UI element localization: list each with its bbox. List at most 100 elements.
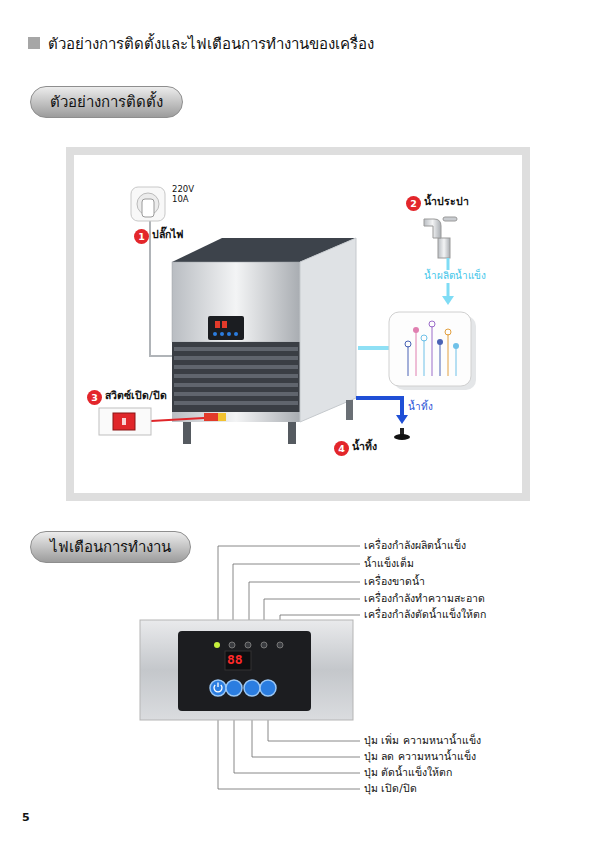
water-filter-part: [408, 346, 409, 376]
button-label: ปุ่ม เปิด/ปิด: [364, 782, 417, 795]
control-panel-part: [225, 651, 251, 670]
power-switch-part: [151, 418, 204, 421]
indicator-label: เครื่องกำลังผลิตน้ำแข็ง: [364, 539, 466, 552]
control-panel-part: [217, 683, 218, 688]
ice-machine-part: [213, 332, 217, 336]
part-name: ปลั๊กไฟ: [152, 228, 183, 241]
water-filter-part: [437, 339, 443, 345]
indicator-label: เครื่องกำลังตัดน้ำแข็งให้ตก: [364, 608, 486, 621]
ice-machine-part: [222, 321, 227, 328]
control-panel-part: [260, 680, 276, 696]
water-filter-part: [440, 344, 441, 376]
control-panel: [140, 620, 353, 720]
water-filter: [389, 312, 476, 390]
power-switch-part: [122, 418, 126, 425]
ice-machine-part: [215, 321, 220, 328]
water-filter-part: [405, 341, 411, 347]
control-panel-part: [214, 642, 220, 648]
power-socket-part: [142, 199, 154, 217]
faucet-part: [438, 238, 450, 258]
water-filter-part: [453, 343, 459, 349]
title-square: [28, 37, 40, 49]
faucet-part: [424, 219, 441, 238]
control-panel-part: [178, 631, 311, 711]
ice-machine-part: [183, 422, 191, 444]
section-heading: ตัวอย่างการติดตั้ง: [50, 90, 163, 114]
control-panel-part: [140, 620, 353, 720]
ice-machine-part: [174, 401, 298, 405]
power-wire: [150, 221, 172, 356]
ice-machine-part: [288, 422, 296, 444]
power-switch-part: [99, 408, 151, 435]
indicator-label: น้ำแข็งเต็ม: [364, 557, 414, 570]
faucet-part: [443, 217, 457, 221]
display-digits: 88: [227, 652, 243, 668]
power-socket: [131, 187, 165, 221]
page-title: ตัวอย่างการติดตั้งและไฟเตือนการทำงานของเ…: [48, 32, 374, 56]
drain-line-part: [356, 398, 402, 416]
ice-machine: [172, 238, 356, 444]
control-panel-part: [229, 642, 235, 648]
page-number: 5: [22, 811, 30, 825]
control-panel-part: [245, 642, 251, 648]
indicator-label: เครื่องกำลังทำความสะอาด: [364, 592, 485, 605]
section-heading: ไฟเตือนการทำงาน: [50, 535, 171, 559]
water-filter-part: [448, 334, 449, 376]
ice-machine-part: [204, 413, 218, 421]
drain-line-part: [394, 434, 410, 440]
water-filter-part: [456, 348, 457, 376]
water-filter-part: [432, 326, 433, 376]
ice-machine-part: [172, 262, 300, 342]
section-pill: ไฟเตือนการทำงาน: [30, 531, 191, 563]
ice-machine-part: [208, 316, 244, 340]
ice-machine-part: [174, 356, 298, 360]
power-switch: [99, 408, 204, 435]
ice-machine-part: [172, 342, 300, 416]
section-pill: ตัวอย่างการติดตั้ง: [30, 86, 183, 118]
water-filter-part: [416, 332, 417, 376]
power-wire-part: [150, 221, 172, 356]
water-filter-part: [421, 335, 427, 341]
rating-label: 220V 10A: [172, 185, 198, 205]
part-name: สวิตซ์เปิด/ปิด: [105, 389, 167, 402]
control-panel-part: [226, 680, 242, 696]
flow-label: น้ำทิ้ง: [408, 401, 433, 414]
callout-number: 1: [134, 229, 149, 244]
button-label: ปุ่ม ลด ความหนาน้ำแข็ง: [364, 750, 476, 763]
flow-label: น้ำผลิตน้ำแข็ง: [422, 270, 488, 283]
water-filter-part: [413, 327, 419, 333]
part-name: น้ำประปา: [424, 195, 469, 208]
control-panel-part: [277, 642, 283, 648]
indicator-label: เครื่องขาดน้ำ: [364, 575, 425, 588]
faucet: [424, 217, 457, 258]
water-filter-part: [389, 312, 471, 386]
ice-machine-part: [227, 332, 231, 336]
supply-water-line-part: [442, 296, 454, 305]
water-filter-part: [424, 340, 425, 376]
ice-machine-part: [174, 374, 298, 378]
ice-machine-part: [234, 332, 238, 336]
control-panel-part: [244, 680, 260, 696]
part-name: น้ำทิ้ง: [352, 440, 377, 453]
button-label: ปุ่ม ตัดน้ำแข็งให้ตก: [364, 766, 452, 779]
ice-machine-part: [174, 365, 298, 369]
drain-line: [356, 398, 410, 440]
water-filter-part: [445, 329, 451, 335]
ice-machine-part: [174, 347, 298, 351]
callout-number: 3: [87, 390, 102, 405]
ice-machine-part: [220, 332, 224, 336]
supply-water-line-part: [358, 346, 389, 350]
control-panel-part: [261, 642, 267, 648]
ice-machine-part: [174, 383, 298, 387]
illustration-frame: [70, 151, 526, 497]
power-switch-part: [113, 413, 135, 430]
drain-line-part: [396, 415, 408, 424]
callout-number: 4: [334, 441, 349, 456]
ice-machine-part: [300, 238, 356, 422]
ice-machine-part: [346, 400, 353, 420]
ice-machine-part: [174, 392, 298, 396]
water-filter-part: [429, 321, 435, 327]
callout-number: 2: [406, 196, 421, 211]
